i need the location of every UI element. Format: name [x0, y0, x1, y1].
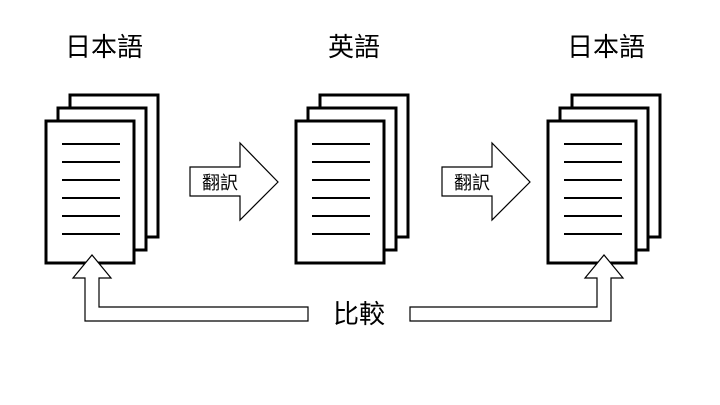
comparison-connector: 比較	[71, 254, 625, 330]
right-arrow-icon	[189, 141, 279, 222]
document-stack-japanese-source	[44, 93, 160, 265]
compare-left-arm	[71, 254, 309, 322]
document-text-lines	[564, 143, 622, 235]
compare-label: 比較	[333, 300, 385, 330]
compare-right-arm	[409, 254, 625, 322]
right-arrow-icon	[441, 141, 531, 222]
document-text-lines	[312, 143, 370, 235]
translation-arrow-1: 翻訳	[189, 141, 279, 222]
document-page-front	[44, 119, 136, 265]
document-page-front	[294, 119, 386, 265]
translation-arrow-label: 翻訳	[202, 173, 238, 194]
group-label-japanese-result: 日本語	[567, 33, 645, 63]
group-label-english: 英語	[328, 33, 380, 63]
document-stack-english	[294, 93, 410, 265]
group-label-japanese-source: 日本語	[65, 33, 143, 63]
document-text-lines	[62, 143, 120, 235]
translation-arrow-2: 翻訳	[441, 141, 531, 222]
document-stack-japanese-result	[546, 93, 662, 265]
translation-arrow-label: 翻訳	[454, 173, 490, 194]
document-page-front	[546, 119, 638, 265]
